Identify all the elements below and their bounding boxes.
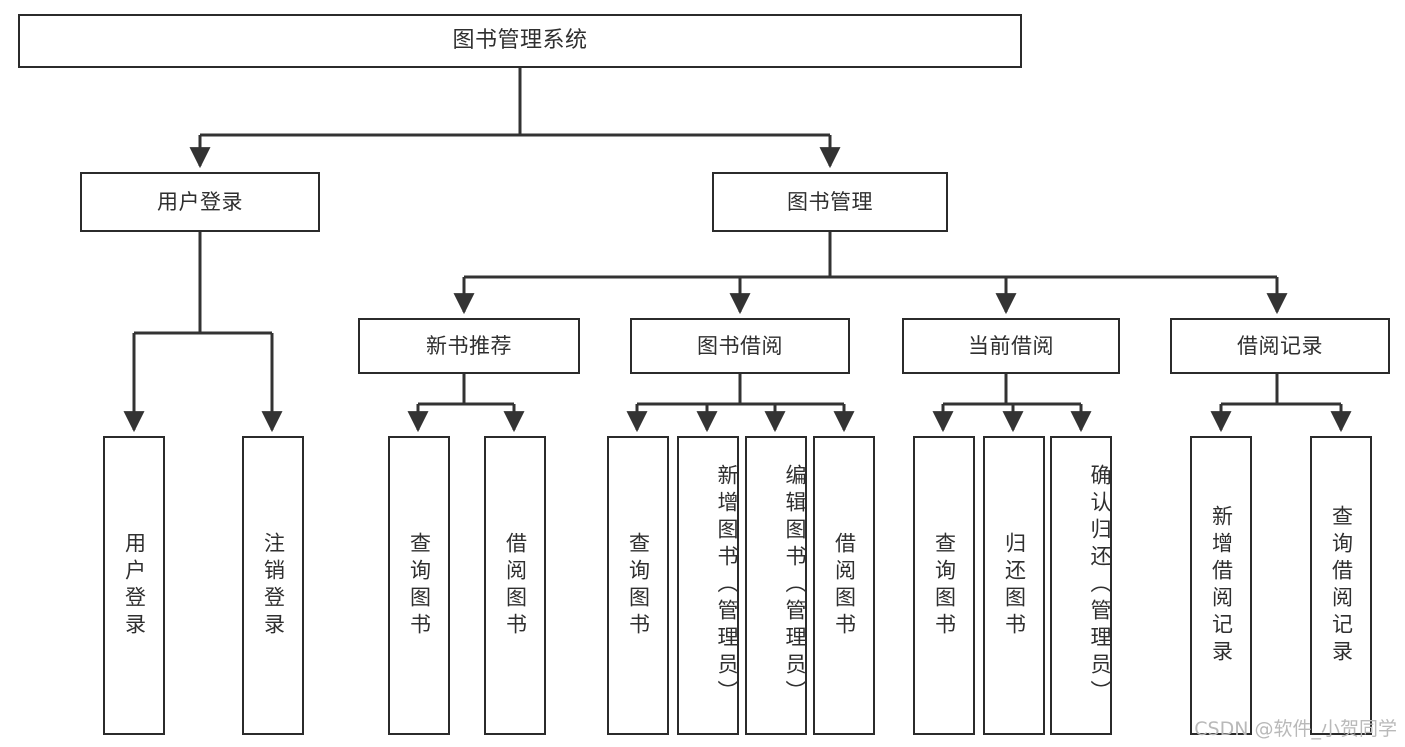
node-leaf-query-book-current[interactable]: 查询图书 <box>913 436 975 735</box>
node-leaf-query-borrow-record[interactable]: 查询借阅记录 <box>1310 436 1372 735</box>
node-label: 借阅图书 <box>832 531 857 640</box>
node-label: 图书借阅 <box>697 333 783 358</box>
node-book-manage[interactable]: 图书管理 <box>712 172 948 232</box>
node-label: 当前借阅 <box>968 333 1054 358</box>
node-leaf-query-book-recommend[interactable]: 查询图书 <box>388 436 450 735</box>
node-borrow-record[interactable]: 借阅记录 <box>1170 318 1390 374</box>
node-leaf-edit-book-admin[interactable]: 编辑图书（管理员） <box>745 436 807 735</box>
node-label: 查询图书 <box>626 531 651 640</box>
node-root-system[interactable]: 图书管理系统 <box>18 14 1022 68</box>
node-label: 借阅记录 <box>1237 333 1323 358</box>
node-user-login[interactable]: 用户登录 <box>80 172 320 232</box>
node-label: 图书管理 <box>787 189 873 214</box>
node-label: 图书管理系统 <box>452 28 588 54</box>
node-new-book-recommend[interactable]: 新书推荐 <box>358 318 580 374</box>
node-label: 新增借阅记录 <box>1209 504 1234 667</box>
node-label: 用户登录 <box>157 189 243 214</box>
watermark-text: CSDN @软件_小贺同学 <box>1194 718 1397 740</box>
node-label: 新增图书（管理员） <box>715 464 739 707</box>
node-leaf-add-book-admin[interactable]: 新增图书（管理员） <box>677 436 739 735</box>
node-book-borrow[interactable]: 图书借阅 <box>630 318 850 374</box>
node-leaf-add-borrow-record[interactable]: 新增借阅记录 <box>1190 436 1252 735</box>
node-label: 查询借阅记录 <box>1329 504 1354 667</box>
node-label: 归还图书 <box>1002 531 1027 640</box>
node-label: 新书推荐 <box>426 333 512 358</box>
node-leaf-user-logout[interactable]: 注销登录 <box>242 436 304 735</box>
node-leaf-return-book[interactable]: 归还图书 <box>983 436 1045 735</box>
node-label: 查询图书 <box>407 531 432 640</box>
node-leaf-borrow-book[interactable]: 借阅图书 <box>813 436 875 735</box>
node-label: 确认归还（管理员） <box>1088 464 1112 707</box>
node-leaf-user-login[interactable]: 用户登录 <box>103 436 165 735</box>
node-label: 用户登录 <box>122 531 147 640</box>
node-leaf-query-book-borrow[interactable]: 查询图书 <box>607 436 669 735</box>
node-leaf-confirm-return-admin[interactable]: 确认归还（管理员） <box>1050 436 1112 735</box>
node-leaf-borrow-book-recommend[interactable]: 借阅图书 <box>484 436 546 735</box>
node-label: 注销登录 <box>261 531 286 640</box>
node-current-borrow[interactable]: 当前借阅 <box>902 318 1120 374</box>
node-label: 查询图书 <box>932 531 957 640</box>
node-label: 借阅图书 <box>503 531 528 640</box>
node-label: 编辑图书（管理员） <box>783 464 807 707</box>
